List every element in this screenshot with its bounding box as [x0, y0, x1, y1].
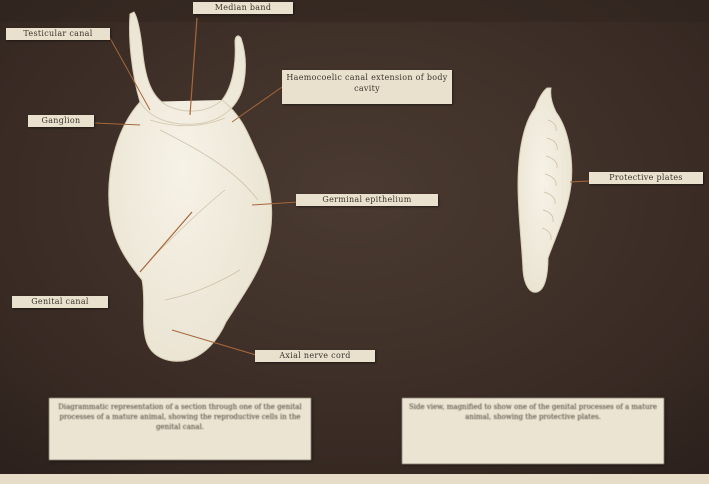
label-protective-plates: Protective plates [589, 172, 703, 184]
label-genital-canal: Genital canal [12, 296, 108, 308]
board-bottom-edge [0, 474, 709, 484]
label-germinal-epithelium: Germinal epithelium [296, 194, 438, 206]
label-testicular-canal: Testicular canal [6, 28, 110, 40]
label-ganglion: Ganglion [28, 115, 94, 127]
protective-plates-pointer [570, 181, 590, 182]
caption-left: Diagrammatic representation of a section… [49, 398, 311, 460]
caption-right: Side view, magnified to show one of the … [402, 398, 664, 464]
label-median-band: Median band [193, 2, 293, 14]
label-axial-nerve-cord: Axial nerve cord [255, 350, 375, 362]
label-hemocoelic-canal: Haemocoelic canal extension of body cavi… [282, 70, 452, 104]
